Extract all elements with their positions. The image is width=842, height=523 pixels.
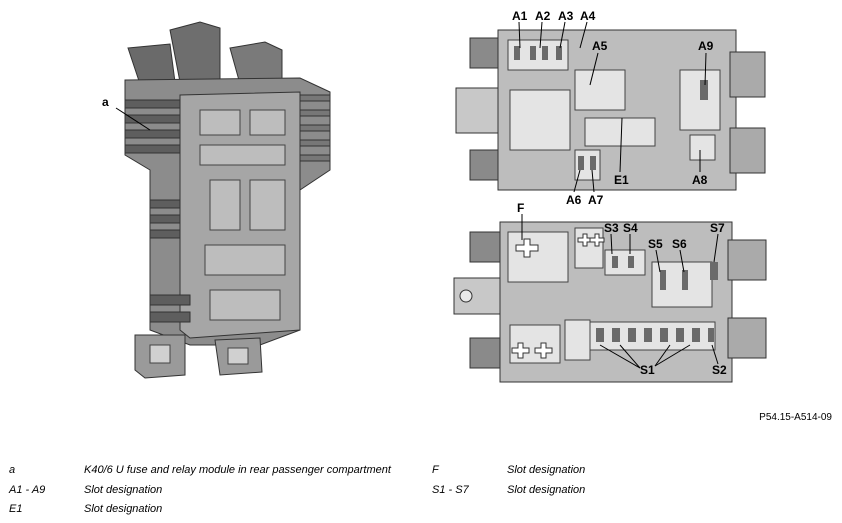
callout-A4: A4 (580, 9, 596, 23)
legend-text-3: Slot designation (507, 464, 586, 476)
callout-S5: S5 (648, 237, 663, 251)
callout-S3: S3 (604, 221, 619, 235)
callout-a: a (102, 95, 109, 109)
callout-F: F (517, 201, 524, 215)
callout-A8: A8 (692, 173, 708, 187)
module-bottom-view (453, 221, 767, 383)
legend-key-2: E1 (9, 503, 23, 515)
legend-text-1: Slot designation (84, 484, 163, 496)
callout-A9: A9 (698, 39, 714, 53)
module-top-view (455, 29, 766, 191)
callout-S7: S7 (710, 221, 725, 235)
callout-A7: A7 (588, 193, 604, 207)
fuse-module-illustration: a A1 A2 A3 A4 A5 A6 A7 A (102, 9, 767, 383)
callout-A3: A3 (558, 9, 574, 23)
legend-text-0: K40/6 U fuse and relay module in rear pa… (84, 464, 391, 476)
callout-A5: A5 (592, 39, 608, 53)
legend-key-1: A1 - A9 (9, 484, 46, 496)
callout-A6: A6 (566, 193, 582, 207)
callout-S1: S1 (640, 363, 655, 377)
legend-key-0: a (9, 464, 16, 476)
legend-key-4: S1 - S7 (432, 484, 469, 496)
callout-S6: S6 (672, 237, 687, 251)
callout-S2: S2 (712, 363, 727, 377)
reference-code: P54.15-A514-09 (759, 412, 832, 423)
legend-key-3: F (432, 464, 439, 476)
legend-text-2: Slot designation (84, 503, 163, 515)
callout-A2: A2 (535, 9, 551, 23)
callout-A1: A1 (512, 9, 528, 23)
module-3d-view (124, 21, 331, 379)
legend-text-4: Slot designation (507, 484, 586, 496)
callout-E1: E1 (614, 173, 629, 187)
callout-S4: S4 (623, 221, 638, 235)
